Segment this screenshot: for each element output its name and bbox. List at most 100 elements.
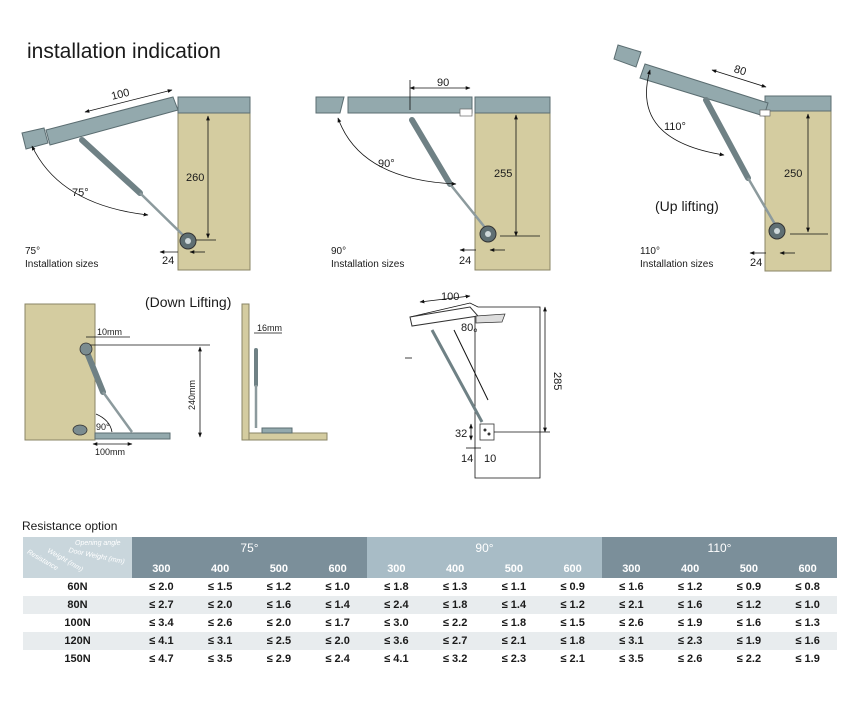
row-label: 150N — [23, 650, 132, 668]
table-cell: ≤ 3.5 — [602, 650, 661, 668]
table-cell: ≤ 2.6 — [602, 614, 661, 632]
table-cell: ≤ 3.1 — [190, 632, 250, 650]
angle-arc-110 — [646, 69, 725, 157]
angle-arc-90 — [337, 117, 457, 186]
angle-arc-75 — [31, 145, 149, 217]
corner-opening-angle: Opening angle — [75, 540, 121, 547]
dim-offset-75: 24 — [162, 255, 174, 267]
cabinet-side — [474, 112, 551, 271]
angle-header-75: 75° — [132, 537, 367, 559]
table-cell: ≤ 4.7 — [132, 650, 191, 668]
base-bracket — [479, 423, 495, 441]
caption-90-line1: 90° — [331, 246, 346, 257]
cabinet-side — [764, 110, 832, 272]
row-label: 120N — [23, 632, 132, 650]
dim-80-bracket: 80。 — [461, 322, 484, 334]
dim-height-75: 260 — [186, 172, 204, 184]
table-cell: ≤ 0.9 — [719, 578, 779, 596]
table-cell: ≤ 1.9 — [778, 650, 837, 668]
weight-header: 500 — [249, 559, 309, 578]
table-cell: ≤ 3.1 — [602, 632, 661, 650]
table-cell: ≤ 1.0 — [778, 596, 837, 614]
caption-110-line1: 110° — [640, 246, 660, 257]
weight-header: 600 — [543, 559, 602, 578]
dim-285: 285 — [551, 372, 563, 390]
side-view-wall — [241, 303, 250, 441]
strut-cylinder — [703, 97, 751, 181]
weight-header: 400 — [660, 559, 720, 578]
table-cell: ≤ 1.6 — [249, 596, 309, 614]
table-cell: ≤ 3.6 — [367, 632, 426, 650]
table-cell: ≤ 2.4 — [367, 596, 426, 614]
table-cell: ≤ 3.0 — [367, 614, 426, 632]
angle-label-75: 75° — [72, 187, 89, 199]
table-cell: ≤ 2.2 — [425, 614, 485, 632]
table-cell: ≤ 1.5 — [543, 614, 602, 632]
hinge-tab — [759, 109, 771, 117]
cabinet-top — [764, 95, 832, 112]
table-cell: ≤ 1.9 — [719, 632, 779, 650]
dim-100mm: 100mm — [95, 447, 125, 457]
table-cell: ≤ 3.2 — [425, 650, 485, 668]
table-cell: ≤ 2.4 — [308, 650, 367, 668]
table-cell: ≤ 1.0 — [308, 578, 367, 596]
dim-100-bracket: 100 — [441, 291, 459, 303]
table-row: 120N ≤ 4.1 ≤ 3.1 ≤ 2.5 ≤ 2.0 ≤ 3.6 ≤ 2.7… — [23, 632, 837, 650]
door-panel — [639, 63, 769, 117]
dim-offset-90: 24 — [459, 255, 471, 267]
table-cell: ≤ 2.1 — [602, 596, 661, 614]
caption-90-line2: Installation sizes — [331, 259, 404, 270]
angle-header-90: 90° — [367, 537, 602, 559]
table-corner-header: Opening angle Door Weight (mm) Weight (m… — [23, 537, 132, 578]
table-cell: ≤ 2.1 — [484, 632, 544, 650]
table-title: Resistance option — [22, 519, 118, 533]
table-cell: ≤ 1.3 — [778, 614, 837, 632]
dim-14: 14 — [461, 453, 473, 465]
angle-header-110: 110° — [602, 537, 837, 559]
dim-top-90: 90 — [437, 77, 449, 89]
table-cell: ≤ 1.4 — [308, 596, 367, 614]
weight-header: 600 — [308, 559, 367, 578]
cabinet-top — [177, 96, 251, 114]
weight-header: 300 — [367, 559, 426, 578]
dim-top-80: 80 — [732, 63, 747, 78]
table-cell: ≤ 2.2 — [719, 650, 779, 668]
table-cell: ≤ 1.2 — [249, 578, 309, 596]
caption-110-line2: Installation sizes — [640, 259, 713, 270]
table-cell: ≤ 1.2 — [543, 596, 602, 614]
table-cell: ≤ 2.7 — [132, 596, 191, 614]
dim-32: 32 — [455, 428, 467, 440]
table-cell: ≤ 2.3 — [484, 650, 544, 668]
page-title: installation indication — [27, 40, 221, 63]
dim-top-75: 100 — [110, 87, 131, 103]
strut-rod — [449, 183, 488, 231]
row-label: 100N — [23, 614, 132, 632]
table-cell: ≤ 1.2 — [660, 578, 720, 596]
weight-header: 300 — [132, 559, 191, 578]
figure-75: 100 260 24 75° 75° Installation sizes — [21, 87, 251, 271]
table-cell: ≤ 1.9 — [660, 614, 720, 632]
weight-header: 500 — [719, 559, 779, 578]
table-cell: ≤ 1.6 — [719, 614, 779, 632]
table-cell: ≤ 1.8 — [543, 632, 602, 650]
table-cell: ≤ 1.5 — [190, 578, 250, 596]
table-cell: ≤ 1.8 — [425, 596, 485, 614]
table-cell: ≤ 1.4 — [484, 596, 544, 614]
caption-75-line2: Installation sizes — [25, 259, 98, 270]
strut-line-a — [430, 329, 484, 423]
caption-75-line1: 75° — [25, 246, 40, 257]
table-cell: ≤ 2.0 — [132, 578, 191, 596]
strut-cylinder — [409, 117, 453, 187]
weight-header: 400 — [190, 559, 250, 578]
door-edge — [613, 44, 642, 68]
hinge-tab — [459, 108, 473, 117]
strut-cylinder — [83, 347, 106, 395]
dim-240mm: 240mm — [187, 380, 197, 410]
table-cell: ≤ 2.7 — [425, 632, 485, 650]
table-cell: ≤ 2.0 — [249, 614, 309, 632]
figure-down-lifting: (Down Lifting) 10mm 240mm 90° 100mm 16mm — [24, 294, 328, 457]
angle-label-110: 110° — [664, 121, 686, 133]
door-edge — [21, 127, 49, 150]
table-row: 80N ≤ 2.7 ≤ 2.0 ≤ 1.6 ≤ 1.4 ≤ 2.4 ≤ 1.8 … — [23, 596, 837, 614]
side-view-door — [261, 427, 293, 434]
